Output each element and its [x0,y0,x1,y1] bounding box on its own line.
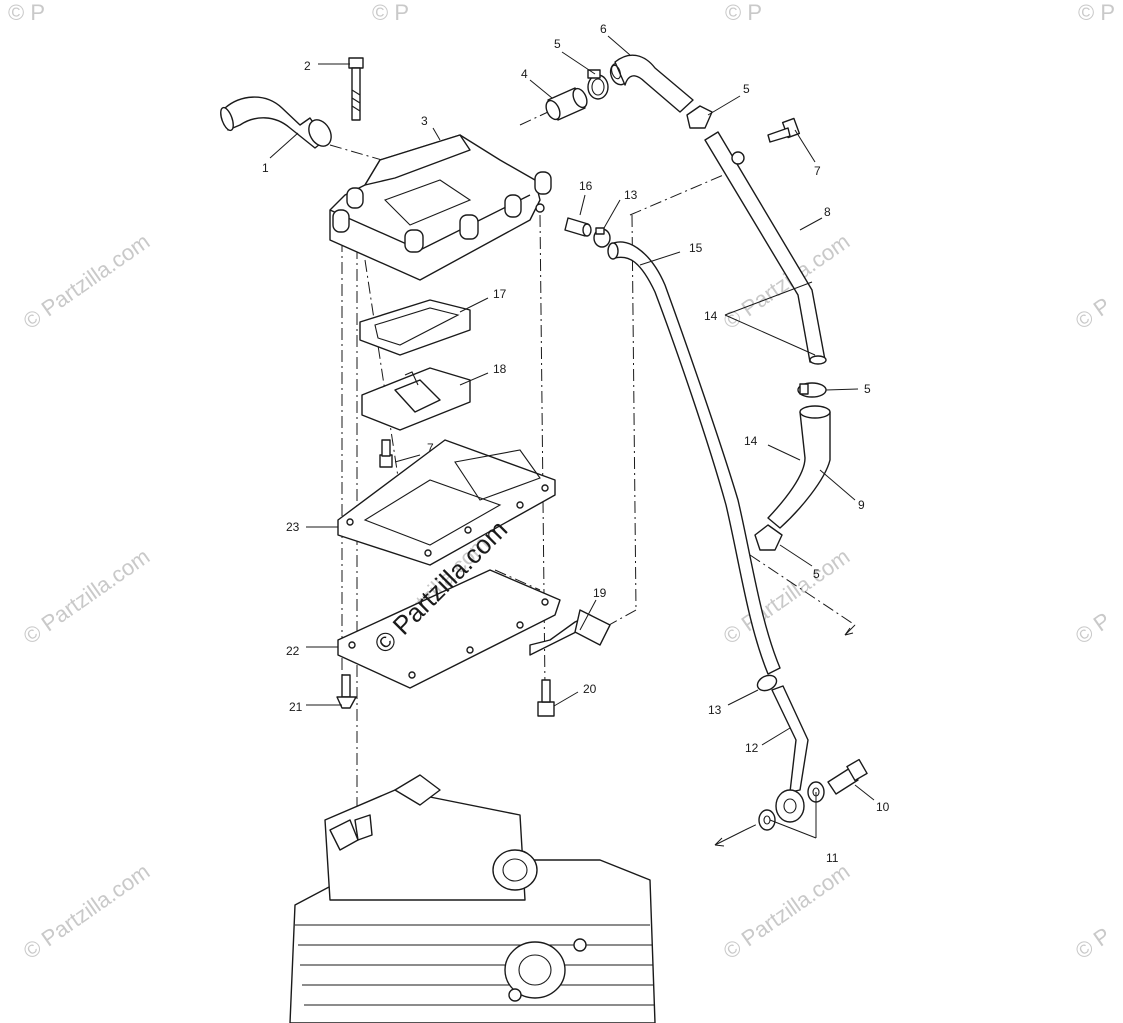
part-9-elbow-hose [767,405,831,529]
part-13-clamp-upper [593,227,611,248]
part-4-nipple [545,87,588,121]
part-6-elbow-hose [609,54,694,113]
callout-5-lower-right: 5 [813,567,820,581]
part-22-gasket [337,569,561,689]
callout-10: 10 [876,800,890,814]
part-10-bolt [827,758,868,795]
callout-14-upper: 14 [704,309,718,323]
part-23-gasket [337,439,556,566]
callout-3: 3 [421,114,428,128]
callout-2: 2 [304,59,311,73]
callout-5-upper-right: 5 [743,82,750,96]
part-2-long-bolt [348,57,364,121]
callout-12: 12 [745,741,759,755]
watermark-group: © P © P © P © P © Partzilla.com © Partzi… [8,0,1115,964]
leader-lines [269,35,875,839]
part-5-clamp-upper-right [686,105,713,129]
part-5-clamp-lower-right [754,524,783,551]
watermark-edge-1: © P [1071,292,1116,334]
part-16-fitting [564,217,592,237]
callout-20: 20 [583,682,597,696]
callout-21: 21 [289,700,303,714]
callout-6: 6 [600,22,607,36]
part-18-reed-plate [361,367,471,431]
callout-14-lower: 14 [744,434,758,448]
callout-11: 11 [826,851,839,865]
part-8-hose [704,131,827,365]
part-5-clamp-mid-right [797,382,827,398]
part-19-bracket [529,609,611,656]
watermark-left-3: © Partzilla.com [19,859,155,965]
part-5-clamp-top [587,69,609,100]
engine-cylinder-head [289,774,656,1023]
watermark-right-3: © Partzilla.com [719,859,855,965]
part-7-screw-lower [379,439,393,468]
callout-22: 22 [286,644,300,658]
callout-7-lower: 7 [427,441,434,455]
watermark-edge-2: © P [1071,607,1116,649]
callout-1: 1 [262,161,269,175]
callout-15: 15 [689,241,703,255]
callout-13-upper: 13 [624,188,638,202]
watermark-right-1: © Partzilla.com [719,229,855,335]
watermark-top-2: © P [725,0,762,25]
callout-17: 17 [493,287,507,301]
watermark-top-1: © P [372,0,409,25]
part-17-gasket [359,299,471,356]
part-3-cover-housing [329,134,552,281]
direction-arrows [714,624,856,847]
callout-7-upper: 7 [814,164,821,178]
callout-13-lower: 13 [708,703,722,717]
callout-8: 8 [824,205,831,219]
watermark-top-3: © P [1078,0,1115,25]
watermark-left-1: © Partzilla.com [19,229,155,335]
callout-4: 4 [521,67,528,81]
part-21-screw [336,674,357,709]
part-20-bolt [537,679,555,717]
callout-16: 16 [579,179,593,193]
part-13-clamp-lower [756,674,778,692]
callout-labels: 1 2 3 4 5 6 5 7 8 14 5 14 9 5 10 11 12 1… [262,22,890,865]
part-12-tube [771,685,809,823]
callout-19: 19 [593,586,607,600]
part-1-breather-elbow [220,96,332,149]
watermark-left-2: © Partzilla.com [19,544,155,650]
callout-5-top: 5 [554,37,561,51]
callout-9: 9 [858,498,865,512]
watermark-edge-3: © P [1071,922,1116,964]
part-7-screw-upper [767,117,801,143]
part-15-long-hose [607,241,781,675]
callout-18: 18 [493,362,507,376]
callout-23: 23 [286,520,300,534]
watermark-corner-tl: © P [8,0,45,25]
callout-5-mid-right: 5 [864,382,871,396]
